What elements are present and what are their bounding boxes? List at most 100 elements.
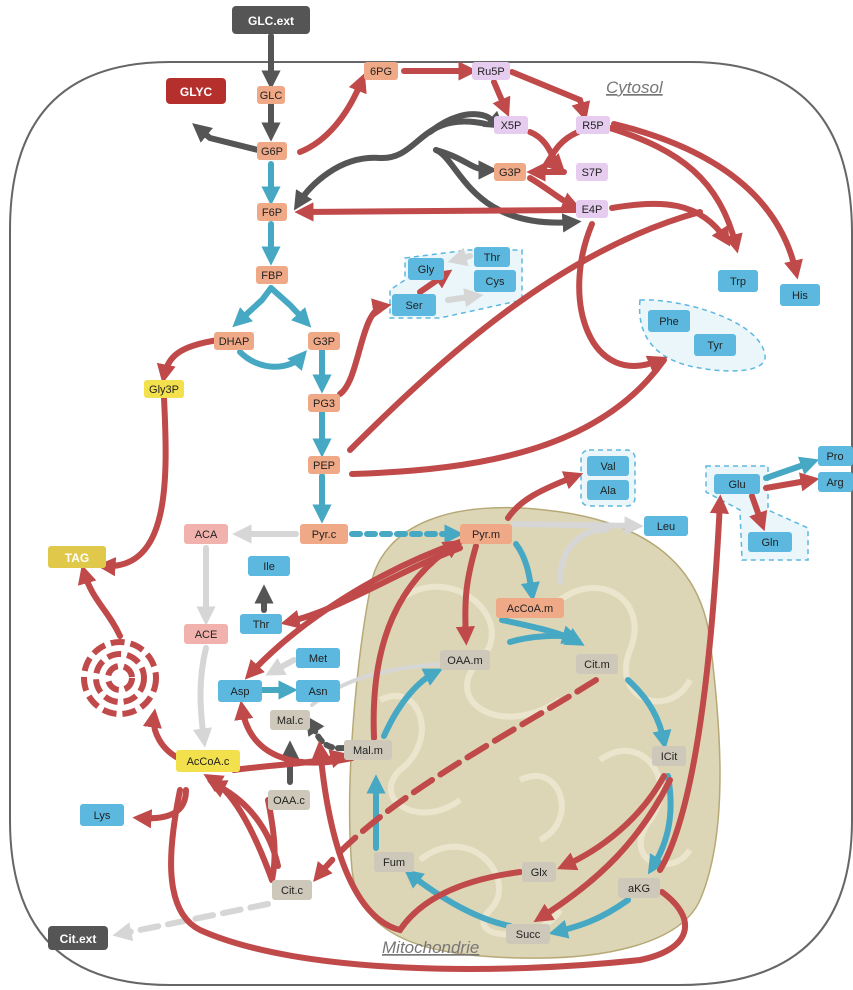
flux-glu-arg [763, 472, 820, 492]
flux-dhap-gly3p [156, 337, 221, 384]
node-gly3p: Gly3P [144, 380, 184, 398]
node-pyr-c: Pyr.c [300, 524, 348, 544]
flux-acoac-malm [231, 749, 350, 773]
svg-text:Cit.ext: Cit.ext [60, 932, 97, 946]
flux-malm-citc [313, 677, 599, 882]
node-his: His [780, 284, 820, 306]
flux-oaac-citc [265, 797, 278, 883]
svg-text:TAG: TAG [65, 551, 89, 565]
svg-text:Pyr.c: Pyr.c [312, 529, 337, 541]
flux-oaam-citm [507, 625, 582, 645]
svg-text:ACA: ACA [195, 529, 218, 541]
svg-text:Mal.c: Mal.c [277, 715, 304, 727]
flux-e4p-phe [576, 221, 668, 374]
node-g6p: G6P [257, 142, 287, 160]
node-pro: Pro [818, 446, 853, 466]
flux-g3p-loop [433, 147, 498, 180]
node-f6p: F6P [257, 203, 287, 221]
flux-fbp-g3p [268, 285, 312, 328]
flux-pyrm-asp [244, 539, 463, 680]
svg-text:S7P: S7P [582, 167, 603, 179]
node-gly: Gly [408, 258, 444, 280]
node-arg: Arg [818, 472, 853, 492]
svg-text:Val: Val [600, 461, 615, 473]
svg-text:PG3: PG3 [313, 398, 335, 410]
svg-text:G3P: G3P [313, 336, 335, 348]
flux-akg-succ [548, 897, 631, 939]
svg-text:Glx: Glx [531, 867, 548, 879]
svg-text:Fum: Fum [383, 857, 405, 869]
svg-text:Phe: Phe [659, 316, 679, 328]
node-lys: Lys [80, 804, 124, 826]
svg-text:AcCoA.m: AcCoA.m [507, 603, 553, 615]
flux-succ-fum [404, 869, 513, 929]
svg-text:Met: Met [309, 653, 327, 665]
svg-text:Lys: Lys [94, 810, 111, 822]
node-val: Val [587, 456, 629, 476]
svg-text:R5P: R5P [582, 120, 603, 132]
flux-thr-gly [447, 247, 473, 267]
flux-g3p-e4p-red [527, 175, 582, 211]
flux-r5p-trp [607, 125, 743, 254]
flux-pyrm-leu [511, 516, 644, 536]
svg-text:Arg: Arg [826, 477, 843, 489]
node-ru5p: Ru5P [472, 62, 510, 80]
node-ace: ACE [184, 624, 228, 644]
node-acoa-m: AcCoA.m [496, 598, 564, 618]
flux-e4p-trp [609, 200, 731, 247]
svg-text:OAA.m: OAA.m [447, 655, 482, 667]
svg-text:G3P: G3P [499, 167, 521, 179]
lipid-spiral [81, 639, 159, 717]
node-cys: Cys [474, 270, 516, 292]
node-aca: ACA [184, 524, 228, 544]
node-pyr-m: Pyr.m [460, 524, 512, 544]
flux-g3p-e4p [433, 147, 582, 233]
svg-text:FBP: FBP [261, 270, 282, 282]
svg-text:Asn: Asn [309, 686, 328, 698]
node-ala: Ala [587, 480, 629, 500]
svg-text:Trp: Trp [730, 276, 746, 288]
svg-text:Succ: Succ [516, 929, 541, 941]
svg-text:Tyr: Tyr [707, 340, 723, 352]
node-glx: Glx [522, 862, 556, 882]
svg-text:PEP: PEP [313, 460, 335, 472]
svg-text:Gly3P: Gly3P [149, 384, 179, 396]
flux-ru5p-r5p [509, 69, 591, 122]
flux-glx-malm-long [311, 740, 523, 934]
node-succ: Succ [506, 924, 550, 944]
flux-gly3p-tag [96, 395, 169, 577]
node-6pg: 6PG [364, 62, 398, 80]
node-oaa-m: OAA.m [440, 650, 490, 670]
svg-text:X5P: X5P [501, 120, 522, 132]
flux-dhap-g3p [237, 349, 308, 371]
node-leu: Leu [644, 516, 688, 536]
svg-text:Ru5P: Ru5P [477, 66, 505, 78]
flux-met-asp [265, 657, 297, 676]
flux-icit-glx [556, 773, 667, 871]
node-met: Met [296, 648, 340, 668]
node-r5p: R5P [576, 116, 610, 134]
svg-text:Pyr.m: Pyr.m [472, 529, 500, 541]
svg-text:Asp: Asp [231, 686, 250, 698]
node-gln: Gln [748, 532, 792, 552]
svg-text:Gly: Gly [418, 264, 435, 276]
node-cit-c: Cit.c [272, 880, 312, 900]
flux-citm-icit [625, 677, 672, 750]
node-oaa-c: OAA.c [268, 790, 310, 810]
flux-leu-side [557, 526, 609, 585]
svg-text:Cit.m: Cit.m [584, 659, 610, 671]
node-thr: Thr [240, 614, 282, 634]
node-fbp: FBP [256, 266, 288, 284]
flux-pyrm-val [505, 471, 584, 521]
node-trp: Trp [718, 270, 758, 292]
node-akg: aKG [618, 878, 660, 898]
node-glu: Glu [714, 474, 760, 494]
svg-text:Leu: Leu [657, 521, 675, 533]
flux-glu-gln [749, 493, 768, 532]
flux-g6p-to-x5p-loop [427, 110, 505, 135]
svg-text:Ala: Ala [600, 485, 617, 497]
flux-pyrm-acoam [513, 541, 540, 602]
flux-pg3-ser [337, 298, 392, 397]
flux-akg-glu [657, 494, 730, 873]
svg-text:Pro: Pro [826, 451, 843, 463]
